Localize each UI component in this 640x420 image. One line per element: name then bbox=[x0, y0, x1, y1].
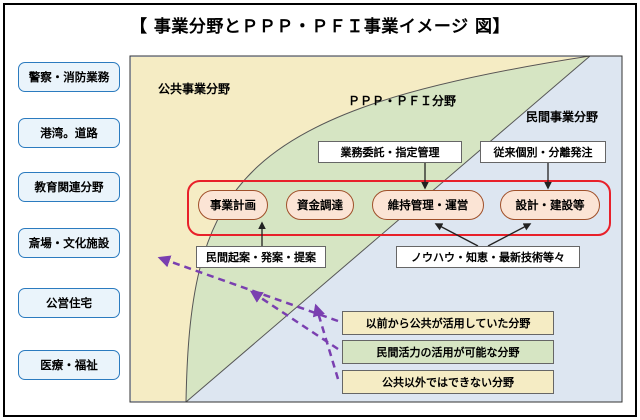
field-police-fire: 警察・消防業務 bbox=[18, 62, 120, 92]
zone-label-private: 民間事業分野 bbox=[526, 110, 599, 124]
field-public-housing: 公営住宅 bbox=[18, 288, 120, 318]
boundary-curve bbox=[185, 55, 591, 403]
field-port-road: 港湾。道路 bbox=[18, 118, 120, 148]
arrow-knowhow-right bbox=[487, 223, 532, 247]
chart-border bbox=[129, 55, 623, 403]
public-zone bbox=[131, 57, 590, 401]
legend-arrow-3 bbox=[312, 303, 340, 380]
field-medical-welfare: 医療・福祉 bbox=[18, 350, 120, 380]
label-conventional: 従来個別・分離発注 bbox=[480, 141, 606, 163]
field-funeral-culture: 斎場・文化施設 bbox=[18, 228, 120, 258]
legend-public-used: 以前から公共が活用していた分野 bbox=[342, 311, 554, 335]
legend-arrow-1 bbox=[157, 255, 339, 323]
phase-design-build: 設計・建設等 bbox=[500, 190, 600, 220]
zone-label-public: 公共事業分野 bbox=[158, 82, 231, 96]
arrow-knowhow-left bbox=[434, 223, 479, 247]
label-outsourcing: 業務委託・指定管理 bbox=[318, 141, 462, 163]
diagram-title: 【 事業分野とＰＰＰ・ＰＦＩ事業イメージ 図】 bbox=[130, 17, 510, 37]
phase-financing: 資金調達 bbox=[286, 190, 354, 220]
legend-public-only: 公共以外ではできない分野 bbox=[342, 370, 554, 394]
phase-business-plan: 事業計画 bbox=[198, 190, 268, 220]
phase-highlight-frame bbox=[187, 180, 611, 236]
zone-label-ppp-pfi: ＰＰＰ・ＰＦＩ分野 bbox=[348, 94, 457, 108]
boundary-diagonal bbox=[185, 55, 591, 403]
label-knowhow: ノウハウ・知恵・最新技術等々 bbox=[396, 246, 580, 268]
field-education: 教育関連分野 bbox=[18, 172, 120, 202]
label-private-proposal: 民間起案・発案・提案 bbox=[196, 246, 326, 268]
legend-private-possible: 民間活力の活用が可能な分野 bbox=[342, 340, 554, 364]
phase-maintenance-ops: 維持管理・運営 bbox=[372, 190, 484, 220]
legend-arrow-2 bbox=[249, 290, 339, 351]
